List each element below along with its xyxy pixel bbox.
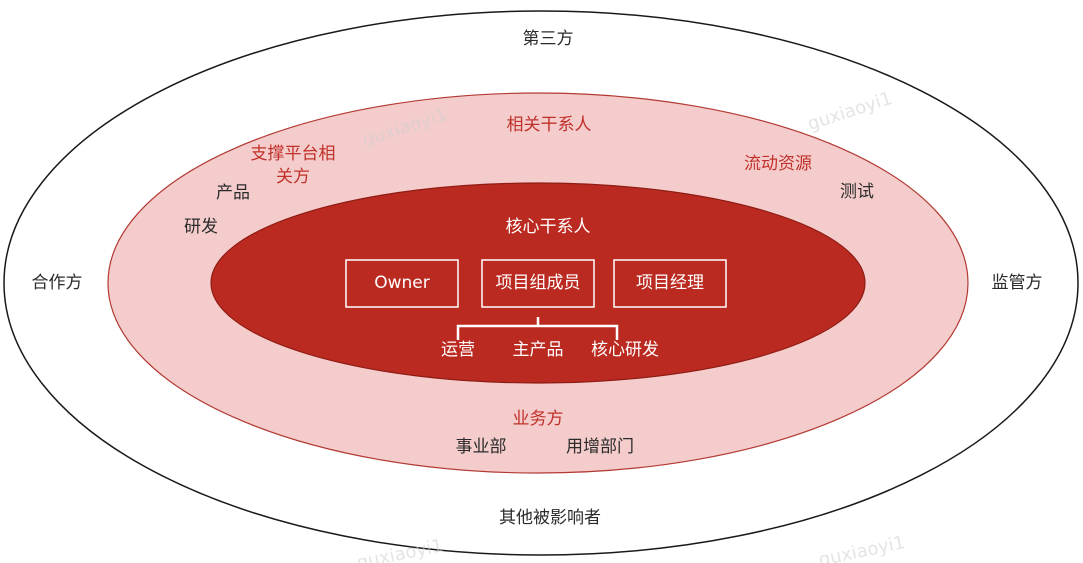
team-member-operations: 运营	[441, 340, 475, 360]
core-box-owner-label: Owner	[374, 273, 430, 293]
outer-label-third-party: 第三方	[523, 29, 574, 49]
core-ellipse	[210, 182, 866, 384]
middle-ring-title: 相关干系人	[507, 115, 592, 135]
team-member-main-product: 主产品	[513, 340, 564, 360]
support-member-rnd: 研发	[184, 217, 218, 237]
core-box-project-team-label: 项目组成员	[496, 273, 581, 293]
outer-label-others-affected: 其他被影响者	[499, 508, 601, 528]
support-platform-group-label-line2: 关方	[276, 167, 310, 187]
watermark-text: guxiaoyi1	[817, 532, 907, 563]
business-member-division: 事业部	[456, 437, 507, 457]
outer-label-partner: 合作方	[32, 273, 83, 293]
core-box-project-team	[481, 259, 595, 308]
flow-member-test: 测试	[840, 182, 874, 202]
team-bracket-connector	[456, 317, 619, 340]
core-box-project-manager	[613, 259, 727, 308]
core-title: 核心干系人	[506, 217, 591, 237]
business-group-label: 业务方	[513, 409, 564, 429]
business-member-growth-dept: 用增部门	[566, 437, 634, 457]
core-box-owner	[345, 259, 459, 308]
support-platform-group-label: 支撑平台相	[251, 144, 336, 164]
flow-resource-group-label: 流动资源	[744, 154, 812, 174]
core-box-project-manager-label: 项目经理	[636, 273, 704, 293]
support-member-product: 产品	[216, 183, 250, 203]
team-member-core-rnd: 核心研发	[591, 340, 659, 360]
outer-label-regulator: 监管方	[992, 273, 1043, 293]
